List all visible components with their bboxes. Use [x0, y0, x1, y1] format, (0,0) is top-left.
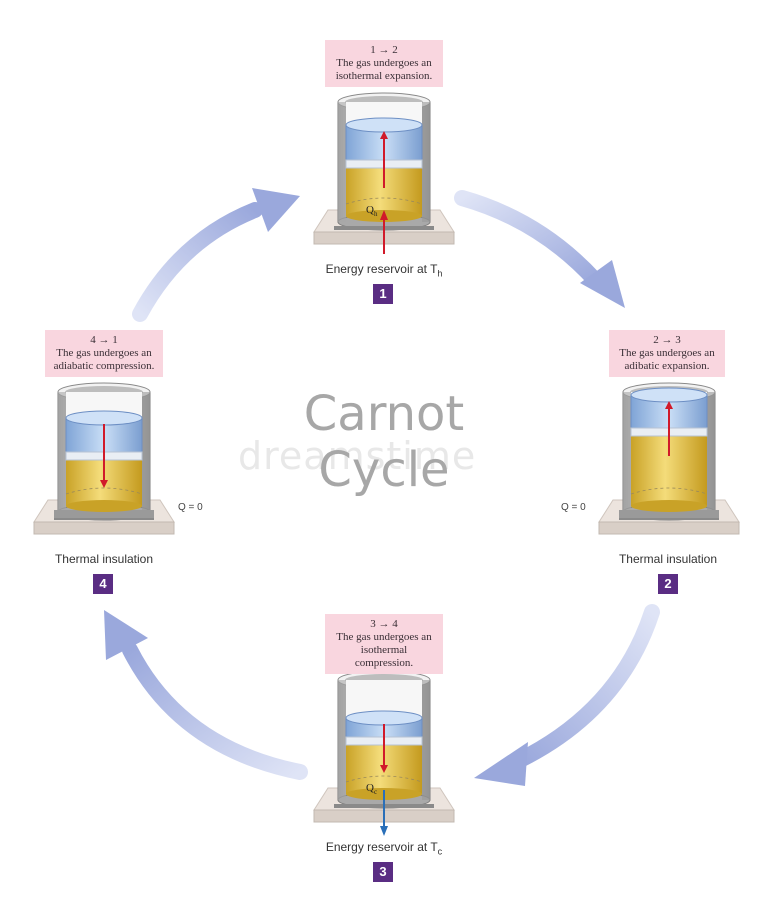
caption-step: 4 → 1 [90, 334, 118, 346]
caption-step: 3 → 4 [370, 618, 398, 630]
cylinder-stage-4 [33, 382, 175, 535]
cylinder-stage-1 [313, 92, 455, 254]
title-line-2: Cycle [318, 442, 450, 498]
caption-line-1: The gas undergoes an [336, 631, 432, 643]
caption-stage-1: 1 → 2 The gas undergoes an isothermal ex… [325, 40, 443, 87]
cylinder-stage-3 [313, 670, 455, 836]
reservoir-label-stage-1: Energy reservoir at Th [325, 262, 443, 279]
piston-up-arrow [380, 131, 388, 188]
caption-line-2: adiabatic compression. [53, 360, 155, 372]
caption-stage-3: 3 → 4 The gas undergoes an isothermal co… [325, 614, 443, 674]
diagram-title: Carnot Cycle [254, 386, 514, 498]
watermark: dreamstime [238, 434, 477, 478]
caption-stage-2: 2 → 3 The gas undergoes an adibatic expa… [609, 330, 725, 377]
heat-label-stage-3: Qc [366, 782, 378, 797]
q-zero-label-stage-2: Q = 0 [561, 502, 586, 513]
heat-out-arrow [380, 790, 388, 836]
reservoir-label-stage-4: Thermal insulation [54, 552, 154, 566]
step-badge-3: 3 [373, 862, 393, 882]
cylinder-stage-2 [598, 382, 740, 535]
step-badge-2: 2 [658, 574, 678, 594]
caption-line-2: isothermal compression. [354, 644, 414, 669]
piston-up-arrow [665, 401, 673, 456]
piston-down-arrow [100, 424, 108, 488]
caption-stage-4: 4 → 1 The gas undergoes an adiabatic com… [45, 330, 163, 377]
heat-label-stage-1: Qh [366, 204, 378, 219]
caption-line-2: isothermal expansion. [335, 70, 433, 82]
step-badge-4: 4 [93, 574, 113, 594]
piston-down-arrow [380, 724, 388, 773]
reservoir-label-stage-3: Energy reservoir at Tc [325, 840, 443, 857]
title-line-1: Carnot [303, 386, 465, 442]
caption-step: 2 → 3 [653, 334, 681, 346]
caption-line-1: The gas undergoes an [619, 347, 715, 359]
cycle-arrow-2-to-3 [474, 604, 660, 786]
reservoir-label-stage-2: Thermal insulation [618, 552, 718, 566]
caption-step: 1 → 2 [370, 44, 398, 56]
caption-line-1: The gas undergoes an [56, 347, 152, 359]
cycle-arrow-1-to-2 [454, 190, 625, 308]
heat-in-arrow [380, 210, 388, 254]
caption-line-2: adibatic expansion. [624, 360, 710, 372]
caption-line-1: The gas undergoes an [336, 57, 432, 69]
cycle-arrow-4-to-1 [132, 188, 300, 322]
q-zero-label-stage-4: Q = 0 [178, 502, 203, 513]
step-badge-1: 1 [373, 284, 393, 304]
cycle-arrow-3-to-4 [104, 610, 308, 780]
